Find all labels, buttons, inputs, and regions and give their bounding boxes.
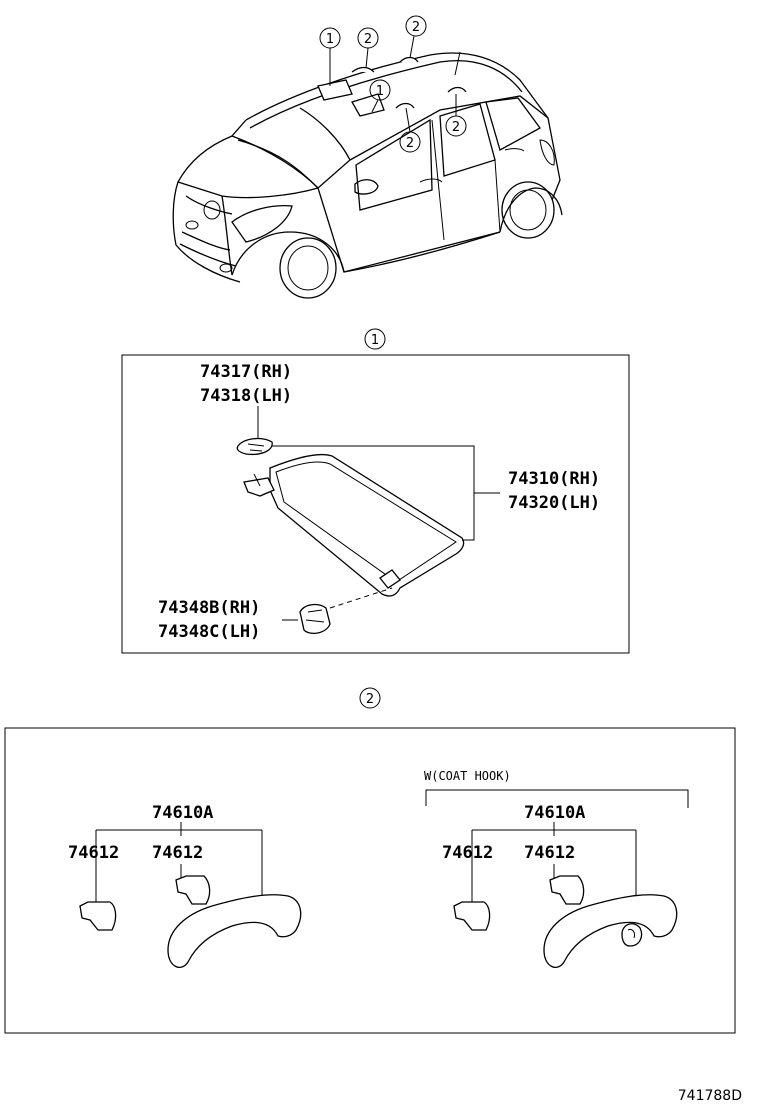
section-2-ref: 2	[359, 687, 381, 709]
sun-visor	[269, 453, 465, 597]
svg-text:1: 1	[371, 333, 379, 348]
svg-text:2: 2	[412, 20, 420, 35]
cap-right-b-label: 74612	[524, 843, 575, 863]
visor-rh-label: 74310(RH)	[508, 469, 600, 489]
svg-text:2: 2	[452, 120, 460, 135]
grip-right-label: 74610A	[524, 803, 585, 823]
grip-assembly-standard: 74610A 74612 74612	[68, 803, 302, 968]
section-1-ref: 1	[364, 328, 386, 350]
visor-clip	[236, 437, 273, 456]
visor-holder	[299, 603, 331, 635]
callout-2-car-b: 2	[405, 15, 427, 37]
grip-cap-left-a	[79, 901, 117, 931]
coat-hook-variant-label: W(COAT HOOK)	[424, 769, 511, 783]
cap-left-a-label: 74612	[68, 843, 119, 863]
holder-rh-label: 74348B(RH)	[158, 598, 260, 618]
callout-2-car-d: 2	[445, 115, 467, 137]
section-2-assist-grip: 2 74610A 74612 74612 W(COAT HOOK) 74610A	[4, 687, 736, 1034]
grip-cap-right-b	[549, 875, 585, 905]
grip-handle-left	[167, 894, 302, 968]
grip-handle-right	[543, 894, 678, 968]
visor-clip-rh-label: 74317(RH)	[200, 362, 292, 382]
visor-lh-label: 74320(LH)	[508, 493, 600, 513]
section-1-frame	[121, 354, 630, 654]
svg-text:2: 2	[406, 136, 414, 151]
grip-assembly-coat-hook: W(COAT HOOK) 74610A 74612 74612	[424, 769, 689, 968]
svg-text:1: 1	[326, 32, 334, 47]
section-2-frame	[4, 727, 736, 1034]
callout-2-car-c: 2	[399, 131, 421, 153]
coat-hook-icon	[621, 923, 643, 947]
grip-cap-right-a	[453, 901, 491, 931]
visor-clip-lh-label: 74318(LH)	[200, 386, 292, 406]
cap-right-a-label: 74612	[442, 843, 493, 863]
holder-lh-label: 74348C(LH)	[158, 622, 260, 642]
car-illustration: 1 2 2 1 2 2	[172, 15, 563, 299]
callout-2-car-a: 2	[357, 27, 379, 49]
svg-text:2: 2	[366, 692, 374, 707]
section-1-sun-visor: 1 74317(RH) 74318(LH) 74310(RH) 74320(LH…	[121, 328, 630, 654]
callout-1-car-a: 1	[319, 27, 341, 49]
grip-left-label: 74610A	[152, 803, 213, 823]
svg-text:2: 2	[364, 32, 372, 47]
cap-left-b-label: 74612	[152, 843, 203, 863]
svg-text:1: 1	[376, 84, 384, 99]
grip-cap-left-b	[175, 875, 211, 905]
callout-1-car-b: 1	[369, 79, 391, 101]
diagram-id: 741788D	[678, 1088, 742, 1104]
